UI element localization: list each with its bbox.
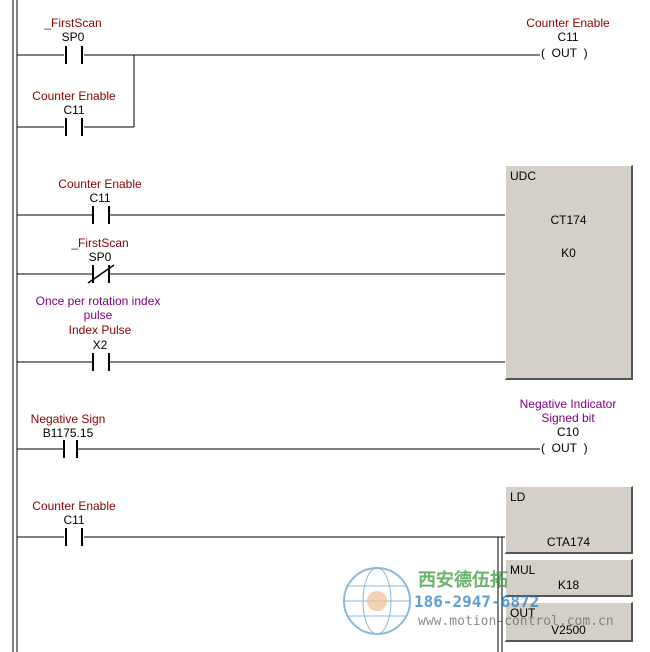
coil-out-c10[interactable]: ( OUT )	[541, 441, 588, 455]
rung-4	[17, 528, 505, 652]
contact-no-c11-rung4[interactable]	[65, 528, 83, 546]
box-instruction: MUL	[510, 563, 536, 577]
udc-instruction-box[interactable]: UDC CT174 K0	[505, 165, 633, 380]
contact-nickname: Counter Enable	[58, 177, 142, 191]
contact-address: B1175.15	[42, 426, 94, 440]
box-instruction: LD	[510, 490, 526, 504]
box-operand: CT174	[550, 213, 587, 227]
contact-address: C11	[89, 191, 111, 205]
contact-nickname: _FirstScan	[71, 236, 129, 250]
contact-nc-sp0[interactable]	[87, 264, 115, 284]
contact-description: Once per rotation index	[35, 294, 161, 308]
watermark-company: 西安德伍拓	[418, 570, 508, 590]
contact-nickname: Negative Sign	[30, 412, 106, 426]
contact-description: pulse	[83, 308, 113, 322]
box-operand: V2500	[551, 623, 586, 637]
box-operand: CTA174	[546, 535, 591, 549]
box-instruction: OUT	[510, 606, 536, 620]
coil-type: OUT	[551, 441, 578, 455]
contact-no-b1175-15[interactable]	[63, 440, 78, 458]
coil-description: Signed bit	[541, 411, 595, 425]
out-instruction-box[interactable]: OUT V2500	[505, 602, 633, 642]
contact-nickname: Counter Enable	[32, 89, 116, 103]
box-instruction: UDC	[510, 169, 536, 183]
watermark-url: www.motion-control.com.cn	[418, 614, 614, 629]
rung-1	[17, 46, 540, 136]
contact-address: X2	[92, 338, 108, 352]
mul-instruction-box[interactable]: MUL K18	[505, 559, 633, 597]
coil-nickname: Counter Enable	[526, 16, 610, 30]
contact-address: C11	[63, 513, 85, 527]
coil-type: OUT	[551, 46, 578, 60]
contact-nickname: Counter Enable	[32, 499, 116, 513]
watermark-globe-icon	[343, 567, 411, 635]
box-operand: K18	[557, 578, 580, 592]
contact-no-sp0[interactable]	[65, 46, 83, 64]
coil-address: C10	[556, 425, 579, 439]
contact-no-x2[interactable]	[92, 353, 110, 371]
coil-description: Negative Indicator	[519, 397, 617, 411]
contact-no-c11[interactable]	[92, 206, 110, 224]
rung-3	[17, 440, 540, 458]
rung-2	[17, 206, 505, 371]
contact-nickname: _FirstScan	[44, 16, 102, 30]
contact-nickname: Index Pulse	[68, 323, 132, 337]
coil-out-c11[interactable]: ( OUT )	[541, 46, 588, 60]
contact-address: SP0	[61, 30, 85, 44]
coil-address: C11	[557, 30, 579, 44]
box-operand: K0	[561, 246, 576, 260]
ld-instruction-box[interactable]: LD CTA174	[505, 486, 633, 554]
contact-address: C11	[63, 103, 85, 117]
watermark-phone: 186-2947-6872	[414, 592, 540, 611]
contact-address: SP0	[88, 250, 112, 264]
contact-no-c11-branch[interactable]	[65, 118, 83, 136]
